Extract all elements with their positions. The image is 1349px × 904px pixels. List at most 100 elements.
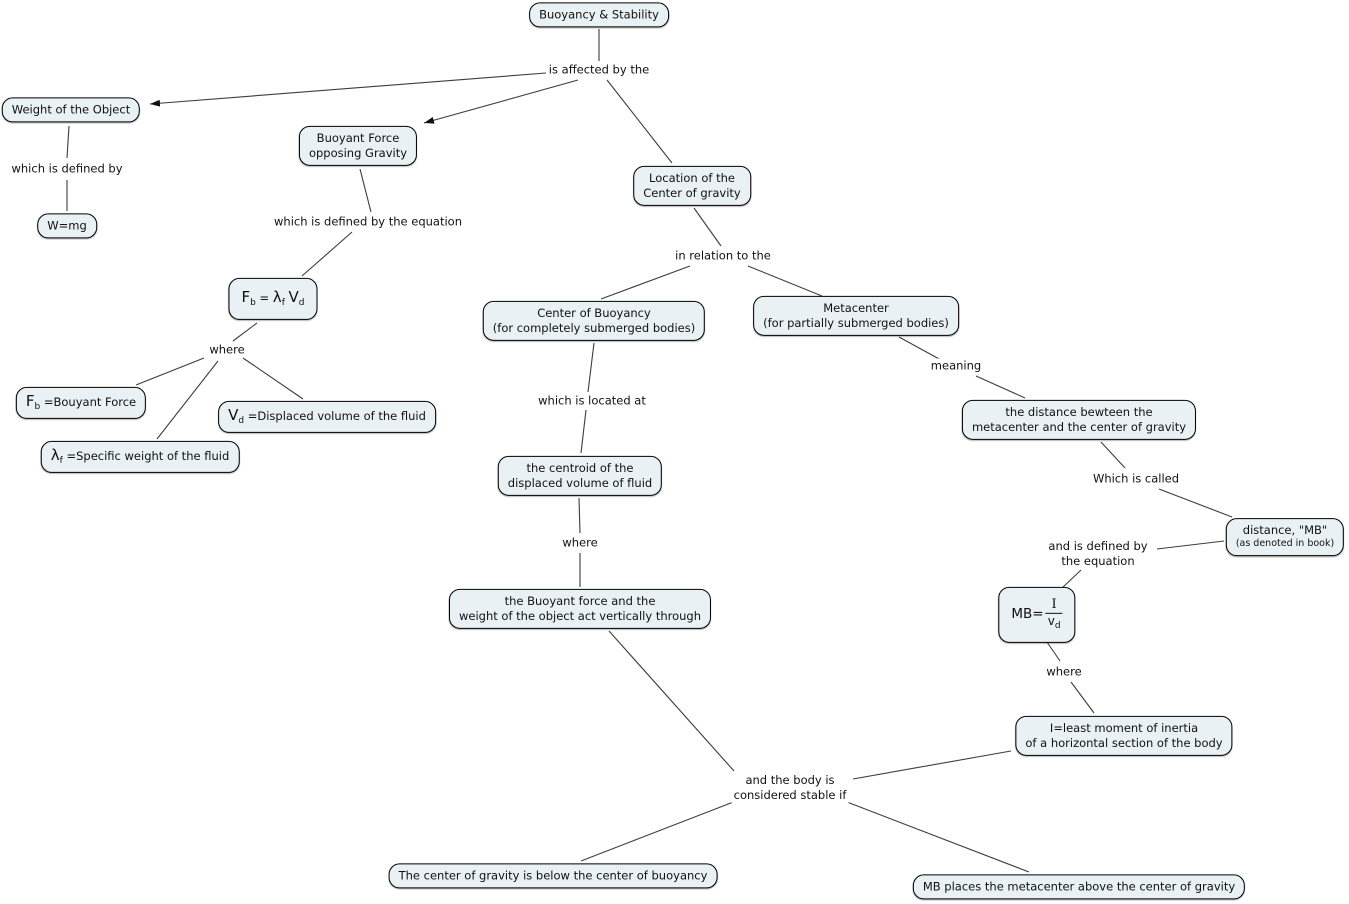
edge-definedbyeq-to-fbeq — [301, 231, 353, 277]
label-which-is-located-at[interactable]: which is located at — [536, 393, 648, 409]
node-distance-mb-text: distance, "MB" — [1242, 523, 1328, 538]
label-where-3[interactable]: where — [1044, 664, 1084, 680]
edge-inrelation-to-metacenter — [747, 265, 823, 297]
edge-weight-to-definedby — [66, 125, 70, 159]
edge-stable-to-mbabove — [846, 801, 1030, 873]
node-distance-metacenter-gravity-text: metacenter and the center of gravity — [971, 420, 1187, 434]
edge-inertia-to-stable — [852, 750, 1012, 780]
edge-located-to-centroid — [580, 409, 587, 454]
node-buoyancy-stability[interactable]: Buoyancy & Stability — [529, 2, 669, 28]
label-in-relation-to-the-text: in relation to the — [675, 248, 771, 263]
node-fb-equation[interactable]: Fb = λf Vd — [228, 277, 318, 321]
edge-stable-to-gravitybelow — [580, 800, 737, 862]
edge-affected-to-weight — [149, 72, 547, 107]
node-buoyancy-stability-text: Buoyancy & Stability — [539, 7, 659, 22]
node-center-of-buoyancy[interactable]: Center of Buoyancy(for completely submer… — [482, 300, 706, 342]
edge-mbeq-to-where3 — [1046, 641, 1061, 662]
node-center-of-buoyancy-text: Center of Buoyancy — [537, 305, 651, 320]
label-meaning-text: meaning — [930, 358, 982, 373]
node-metacenter-text: Metacenter — [823, 300, 889, 315]
node-mb-metacenter-above-text: MB places the metacenter above the cente… — [922, 879, 1236, 894]
node-vd-definition-text: Vd =Displaced volume of the fluid — [228, 405, 426, 427]
node-weight-of-object-text: Weight of the Object — [11, 102, 131, 117]
node-forces-act-vertically-text: the Buoyant force and the — [504, 593, 656, 608]
fraction-denominator: vd — [1047, 614, 1061, 632]
edge-centroid-to-where2 — [578, 497, 581, 534]
node-buoyant-force-text: Buoyant Force — [316, 130, 400, 145]
node-distance-metacenter-gravity-text: the distance bewteen the — [1005, 404, 1153, 419]
equation-prefix: MB= — [1011, 606, 1044, 623]
label-is-affected-by-the[interactable]: is affected by the — [546, 62, 652, 78]
node-lambda-definition[interactable]: λf =Specific weight of the fluid — [40, 440, 240, 474]
node-centroid-displaced-volume-text: displaced volume of fluid — [507, 476, 653, 490]
node-location-center-gravity-text: Center of gravity — [643, 186, 741, 200]
node-fb-equation-text: Fb = λf Vd — [241, 287, 305, 309]
node-distance-mb[interactable]: distance, "MB"(as denoted in book) — [1225, 518, 1345, 556]
node-forces-act-vertically-text: weight of the object act vertically thro… — [458, 609, 702, 623]
node-lambda-definition-text: λf =Specific weight of the fluid — [50, 445, 230, 467]
edge-anddefined-to-mbeq — [1060, 569, 1082, 590]
edge-affected-to-buoyantforce — [423, 79, 579, 124]
node-inertia-definition-text: of a horizontal section of the body — [1025, 736, 1223, 750]
label-which-is-called-text: Which is called — [1092, 471, 1180, 486]
edge-distance-to-called — [1100, 441, 1126, 469]
edge-centerbuoyancy-to-located — [587, 342, 595, 393]
edge-inrelation-to-centerbuoyancy — [600, 265, 691, 300]
label-which-is-called[interactable]: Which is called — [1090, 471, 1182, 487]
label-where-2[interactable]: where — [560, 535, 600, 551]
label-body-considered-stable-text: considered stable if — [733, 788, 847, 802]
label-where-1-text: where — [209, 342, 245, 357]
node-centroid-displaced-volume-text: the centroid of the — [526, 460, 634, 475]
edge-distancemb-to-anddefined — [1156, 540, 1225, 550]
node-inertia-definition-text: I=least moment of inertia — [1049, 720, 1199, 735]
edge-location-to-inrelation — [693, 207, 722, 247]
label-is-affected-by-the-text: is affected by the — [548, 62, 650, 77]
label-and-is-defined-by-text: the equation — [1061, 554, 1135, 568]
edge-actthrough-to-stable — [608, 630, 735, 772]
label-meaning[interactable]: meaning — [928, 358, 984, 374]
label-which-is-defined-by[interactable]: which is defined by — [9, 161, 125, 177]
edge-affected-to-location — [606, 79, 673, 164]
edge-metacenter-to-meaning — [898, 336, 942, 361]
node-fb-definition-text: Fb =Bouyant Force — [25, 391, 137, 413]
node-gravity-below-buoyancy-text: The center of gravity is below the cente… — [398, 868, 708, 883]
node-mb-metacenter-above[interactable]: MB places the metacenter above the cente… — [912, 874, 1246, 900]
edge-where1-to-lambdadef — [156, 360, 219, 440]
label-which-defined-by-equation[interactable]: which is defined by the equation — [272, 214, 464, 230]
edge-where3-to-inertia — [1070, 681, 1095, 714]
label-which-is-located-at-text: which is located at — [538, 393, 646, 408]
node-buoyant-force-text: opposing Gravity — [308, 146, 408, 160]
node-location-center-gravity-text: Location of the — [649, 170, 735, 185]
node-weight-of-object[interactable]: Weight of the Object — [1, 97, 141, 123]
node-vd-definition[interactable]: Vd =Displaced volume of the fluid — [218, 400, 436, 434]
node-distance-mb-text: (as denoted in book) — [1235, 538, 1335, 550]
node-metacenter[interactable]: Metacenter(for partially submerged bodie… — [753, 295, 959, 337]
edge-buoyantforce-to-definedbyeq — [359, 168, 372, 213]
node-metacenter-text: (for partially submerged bodies) — [763, 316, 949, 330]
fraction-numerator: I — [1045, 597, 1063, 615]
node-fb-definition[interactable]: Fb =Bouyant Force — [15, 386, 147, 420]
edge-meaning-to-distance — [975, 375, 1026, 399]
label-where-2-text: where — [562, 535, 598, 550]
edge-where1-to-vddef — [242, 357, 304, 400]
label-in-relation-to-the[interactable]: in relation to the — [673, 248, 773, 264]
label-where-1[interactable]: where — [207, 342, 247, 358]
node-gravity-below-buoyancy[interactable]: The center of gravity is below the cente… — [388, 863, 718, 889]
label-where-3-text: where — [1046, 664, 1082, 679]
node-w-equals-mg[interactable]: W=mg — [37, 213, 97, 239]
edge-called-to-distancemb — [1158, 488, 1233, 518]
label-which-defined-by-equation-text: which is defined by the equation — [274, 214, 462, 229]
node-center-of-buoyancy-text: (for completely submerged bodies) — [492, 321, 696, 335]
